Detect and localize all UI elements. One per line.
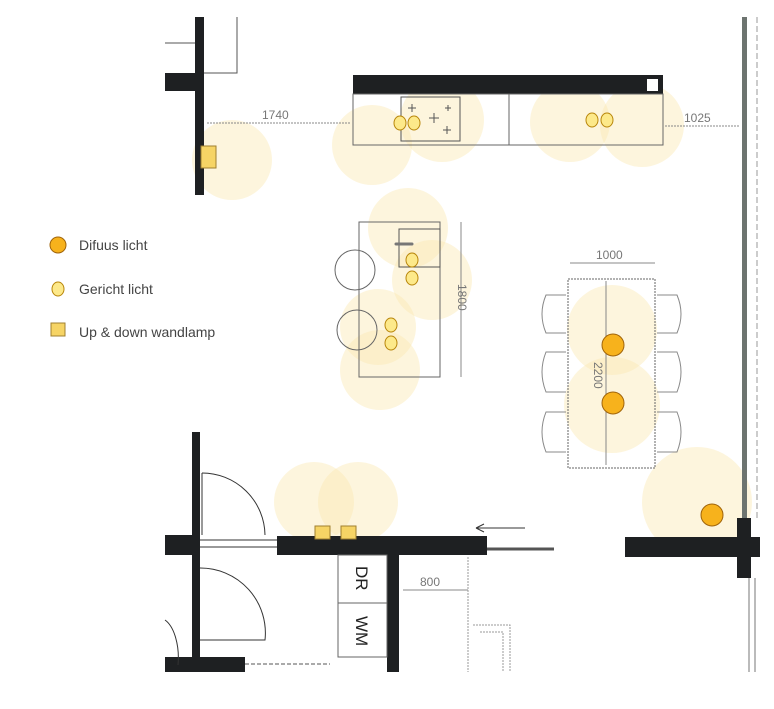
window-frame: [748, 578, 756, 672]
directed-light-icon: [393, 115, 407, 131]
directed-light-icon: [600, 112, 614, 128]
wall-lamp-icon: [340, 525, 357, 540]
stair-outline: [467, 557, 511, 672]
dimension-800: 800: [420, 575, 440, 589]
wall-lamp-icon: [50, 322, 66, 337]
directed-light-icon: [407, 115, 421, 131]
washer-space: [337, 602, 388, 658]
bar-stool: [336, 309, 378, 351]
walls-bottom: [165, 432, 760, 672]
dining-chairs: [541, 294, 682, 453]
right-wall: [742, 17, 747, 520]
wall-outline: [165, 17, 238, 74]
diffuse-light-icon: [601, 391, 625, 415]
dining-table: [567, 278, 656, 469]
diffuse-light-icon: [601, 333, 625, 357]
light-glows: [192, 78, 752, 557]
kitchen-island: [358, 221, 441, 378]
legend-directed-label: Gericht licht: [79, 281, 153, 297]
wall-lamp-icon: [314, 525, 331, 540]
entrance-arrow-icon: [475, 523, 525, 533]
diffuse-light-icon: [49, 236, 67, 254]
doors: [164, 472, 277, 666]
bar-stool: [334, 249, 376, 291]
dimension-1025: 1025: [684, 111, 711, 125]
dryer-label: DR: [352, 566, 371, 591]
kitchen-counter: [352, 93, 664, 146]
dimension-2200: 2200: [591, 362, 605, 389]
legend-wall-lamp-label: Up & down wandlamp: [79, 324, 215, 340]
washer-label: WM: [352, 616, 371, 646]
dimension-1800: 1800: [455, 284, 469, 311]
kitchen-cabinet-marker: [647, 79, 658, 91]
wall: [165, 73, 204, 91]
directed-lights: [384, 112, 614, 351]
directed-light-icon: [405, 252, 419, 268]
sink: [398, 228, 441, 268]
cooktop-burners: [408, 104, 451, 134]
legend-diffuse-label: Difuus licht: [79, 237, 148, 253]
diffuse-light-icon: [700, 503, 724, 527]
directed-light-icon: [405, 270, 419, 286]
wall: [195, 17, 204, 195]
legend: Difuus licht Gericht licht Up & down wan…: [49, 236, 215, 340]
dimension-1000: 1000: [596, 248, 623, 262]
directed-light-icon: [51, 281, 65, 297]
wall-lamps: [200, 145, 357, 540]
directed-light-icon: [585, 112, 599, 128]
kitchen-back-wall: [353, 75, 663, 94]
directed-light-icon: [384, 335, 398, 351]
directed-light-icon: [384, 317, 398, 333]
diffuse-lights: [601, 333, 724, 527]
wall-lamp-icon: [200, 145, 217, 169]
dimension-1740: 1740: [262, 108, 289, 122]
